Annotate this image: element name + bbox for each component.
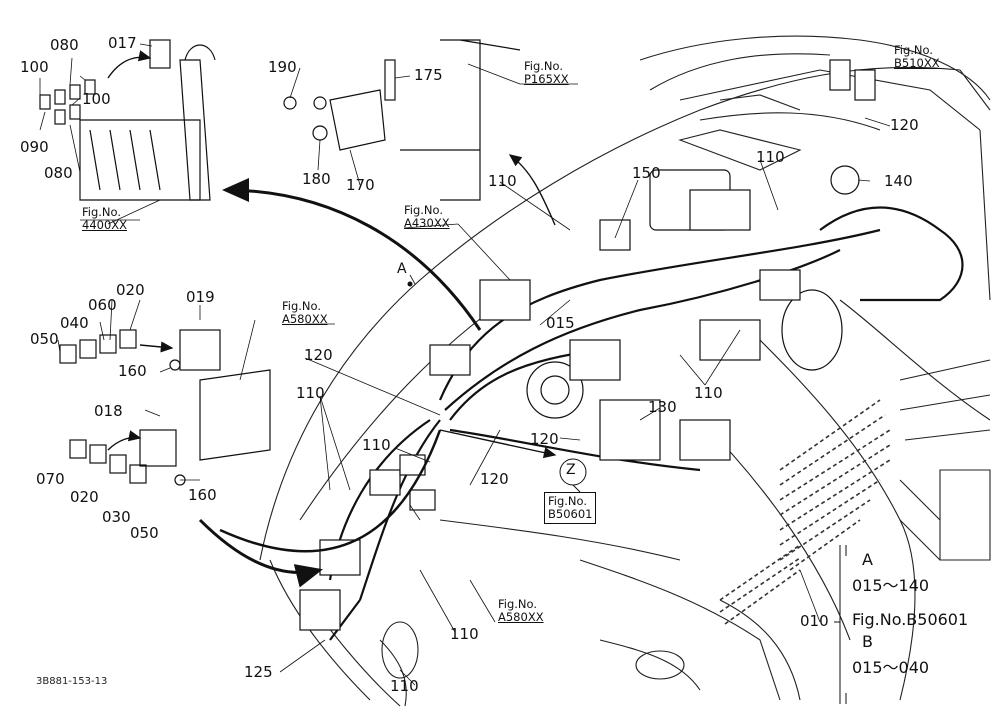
fig-ref-number: A430XX	[404, 216, 450, 231]
callout-arrows	[198, 178, 482, 588]
legend-fig-ref[interactable]: Fig.No.B50601	[852, 610, 969, 629]
fig-ref-number: A580XX	[282, 312, 328, 327]
part-number[interactable]: 110	[390, 677, 419, 695]
part-number[interactable]: 030	[102, 508, 131, 526]
callout-letter[interactable]: A	[397, 261, 407, 277]
engine-components	[299, 59, 876, 631]
detail-fuse-bracket	[39, 39, 216, 201]
part-number[interactable]: 130	[648, 398, 677, 416]
fig-ref-number: P165XX	[524, 72, 569, 87]
part-number[interactable]: 110	[694, 384, 723, 402]
grille-hatch	[719, 399, 891, 625]
part-number[interactable]: 100	[20, 58, 49, 76]
part-number[interactable]: 060	[88, 296, 117, 314]
part-number[interactable]: 050	[30, 330, 59, 348]
part-number[interactable]: 150	[632, 164, 661, 182]
part-number[interactable]: 020	[116, 281, 145, 299]
marker-z-leader	[572, 484, 581, 493]
legend-a-label: A	[862, 550, 873, 569]
part-number[interactable]: 160	[188, 486, 217, 504]
part-number[interactable]: 125	[244, 663, 273, 681]
part-number[interactable]: 180	[302, 170, 331, 188]
part-number[interactable]: 080	[44, 164, 73, 182]
part-number[interactable]: 110	[756, 148, 785, 166]
part-number[interactable]: 110	[488, 172, 517, 190]
part-number[interactable]: 015	[546, 314, 575, 332]
part-number[interactable]: 160	[118, 362, 147, 380]
callout-letter[interactable]: Z	[566, 462, 576, 478]
part-number[interactable]: 100	[82, 90, 111, 108]
fig-ref-label: Fig.No.	[498, 597, 538, 611]
fig-ref-4400xx[interactable]: Fig.No. 4400XX	[82, 205, 128, 233]
legend-b-label: B	[862, 632, 873, 651]
part-number[interactable]: 120	[480, 470, 509, 488]
part-number[interactable]: 170	[346, 176, 375, 194]
part-number[interactable]: 090	[20, 138, 49, 156]
fig-ref-a580xx[interactable]: Fig.No. A580XX	[282, 299, 328, 327]
fig-ref-b510xx[interactable]: Fig.No. B510XX	[894, 43, 940, 71]
fig-ref-b50601[interactable]: Fig.No. B50601	[544, 492, 597, 525]
legend-a-range: 015～140	[852, 576, 930, 595]
fig-ref-a430xx[interactable]: Fig.No. A430XX	[404, 203, 450, 231]
fig-ref-number: A580XX	[498, 610, 544, 625]
part-number[interactable]: 080	[50, 36, 79, 54]
legend-b-range: 015～040	[852, 658, 930, 677]
part-number[interactable]: 110	[296, 384, 325, 402]
fig-ref-number: 4400XX	[82, 218, 128, 233]
wire-harness	[328, 206, 964, 641]
fig-ref-label: Fig.No.	[894, 43, 934, 57]
drawing-code: 3B881-153-13	[36, 676, 108, 687]
fig-ref-label: Fig.No.	[404, 203, 444, 217]
part-number[interactable]: 110	[362, 436, 391, 454]
part-number[interactable]: 040	[60, 314, 89, 332]
fig-ref-number: B50601	[548, 507, 593, 522]
part-number[interactable]: 120	[304, 346, 333, 364]
part-number[interactable]: 050	[130, 524, 159, 542]
part-number[interactable]: 190	[268, 58, 297, 76]
part-number[interactable]: 020	[70, 488, 99, 506]
legend-bracket	[834, 545, 847, 704]
detail-relay-box	[59, 329, 271, 486]
fig-ref-label: Fig.No.	[524, 59, 564, 73]
part-number[interactable]: 018	[94, 402, 123, 420]
fig-ref-p165xx[interactable]: Fig.No. P165XX	[524, 59, 569, 87]
fig-ref-a580xx[interactable]: Fig.No. A580XX	[498, 597, 544, 625]
part-number[interactable]: 175	[414, 66, 443, 84]
tractor-body-outline	[259, 35, 991, 707]
pointer-dot-a	[407, 281, 413, 287]
part-number[interactable]: 110	[450, 625, 479, 643]
fig-ref-label: Fig.No.	[82, 205, 122, 219]
thin-arrows	[107, 50, 557, 459]
fig-ref-label: Fig.No.	[282, 299, 322, 313]
part-number[interactable]: 140	[884, 172, 913, 190]
fig-ref-label: Fig.No.	[548, 494, 588, 508]
leader-lines	[39, 43, 891, 686]
part-number[interactable]: 120	[890, 116, 919, 134]
part-number[interactable]: 010	[800, 612, 829, 630]
part-number[interactable]: 017	[108, 34, 137, 52]
part-number[interactable]: 070	[36, 470, 65, 488]
part-number[interactable]: 120	[530, 430, 559, 448]
fig-ref-number: B510XX	[894, 56, 940, 71]
part-number[interactable]: 019	[186, 288, 215, 306]
